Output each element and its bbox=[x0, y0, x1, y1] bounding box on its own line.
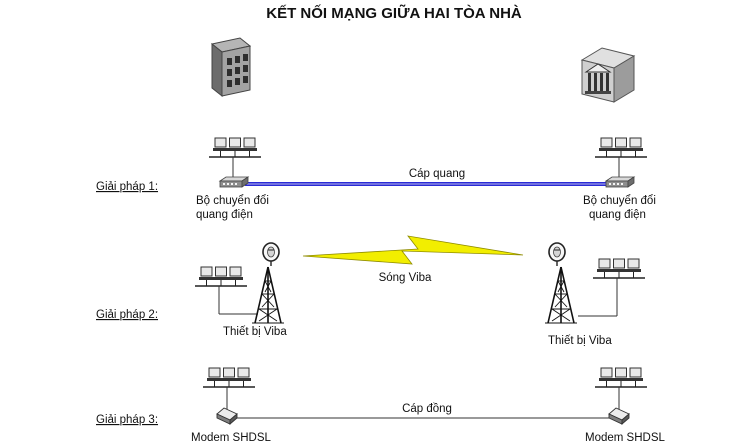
media-converter-icon bbox=[605, 176, 635, 188]
workstation-group-icon bbox=[592, 258, 646, 279]
microwave-tower-icon bbox=[544, 266, 578, 324]
left-device-label: Thiết bị Viba bbox=[223, 326, 287, 338]
workstation-group-icon bbox=[594, 137, 648, 158]
left-device-label-line1: Bộ chuyển đổi bbox=[196, 195, 269, 207]
dish-antenna-icon bbox=[262, 242, 280, 267]
left-device-label: Modem SHDSL bbox=[191, 432, 271, 444]
page-title: KẾT NỐI MẠNG GIỮA HAI TÒA NHÀ bbox=[266, 4, 522, 22]
link-label-copper: Cáp đồng bbox=[402, 403, 452, 415]
right-device-label: Thiết bị Viba bbox=[548, 335, 612, 347]
modem-icon bbox=[608, 407, 630, 425]
microwave-tower-icon bbox=[251, 266, 285, 324]
solution-1-label: Giải pháp 1: bbox=[96, 181, 158, 193]
bank-building-icon bbox=[581, 47, 635, 103]
workstation-group-icon bbox=[194, 266, 248, 287]
dish-antenna-icon bbox=[548, 242, 566, 267]
left-device-label-line2: quang điện bbox=[196, 209, 253, 221]
media-converter-icon bbox=[219, 176, 249, 188]
solution-2-label: Giải pháp 2: bbox=[96, 309, 158, 321]
office-building-icon bbox=[211, 37, 251, 97]
right-device-label: Modem SHDSL bbox=[585, 432, 665, 444]
workstation-group-icon bbox=[202, 367, 256, 388]
modem-icon bbox=[216, 407, 238, 425]
right-device-label-line1: Bộ chuyển đổi bbox=[583, 195, 656, 207]
workstation-group-icon bbox=[208, 137, 262, 158]
link-label-fiber: Cáp quang bbox=[409, 168, 465, 180]
workstation-group-icon bbox=[594, 367, 648, 388]
right-device-label-line2: quang điện bbox=[589, 209, 646, 221]
lightning-bolt-icon bbox=[302, 235, 524, 265]
link-label-microwave: Sóng Viba bbox=[379, 272, 432, 284]
solution-3-label: Giải pháp 3: bbox=[96, 414, 158, 426]
